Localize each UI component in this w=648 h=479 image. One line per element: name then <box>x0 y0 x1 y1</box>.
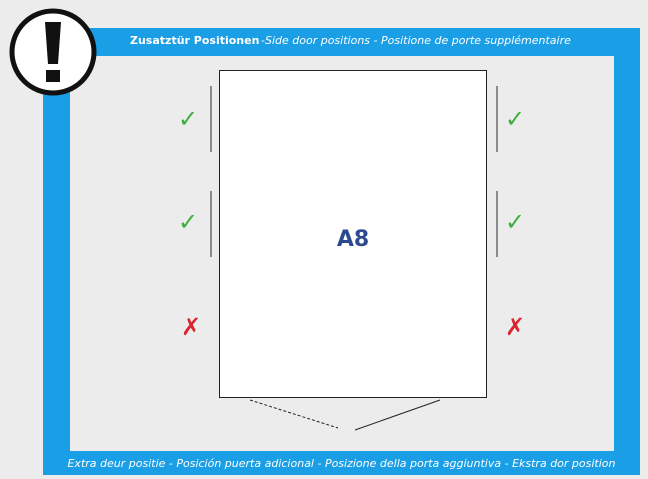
exclamation-circle-icon <box>9 8 97 96</box>
right-rear-cross-icon: ✗ <box>505 313 526 341</box>
door-line-left-middle <box>210 191 212 257</box>
left-rear-cross-icon: ✗ <box>181 313 202 341</box>
door-line-right-middle <box>496 191 498 257</box>
header-title-bold: Zusatztür Positionen <box>130 34 260 47</box>
right-front-check-icon: ✓ <box>505 105 526 133</box>
vehicle-model-label: A8 <box>336 227 370 252</box>
footer-caption: Extra deur positie - Posición puerta adi… <box>67 457 616 470</box>
vehicle-outline <box>219 70 487 398</box>
header-title: Zusatztür Positionen -Side door position… <box>43 30 640 52</box>
right-middle-check-icon: ✓ <box>505 208 526 236</box>
door-line-left-front <box>210 86 212 152</box>
header-title-italic: -Side door positions - Positione de port… <box>261 34 571 47</box>
door-line-right-front <box>496 86 498 152</box>
left-front-check-icon: ✓ <box>178 105 199 133</box>
left-middle-check-icon: ✓ <box>178 208 199 236</box>
